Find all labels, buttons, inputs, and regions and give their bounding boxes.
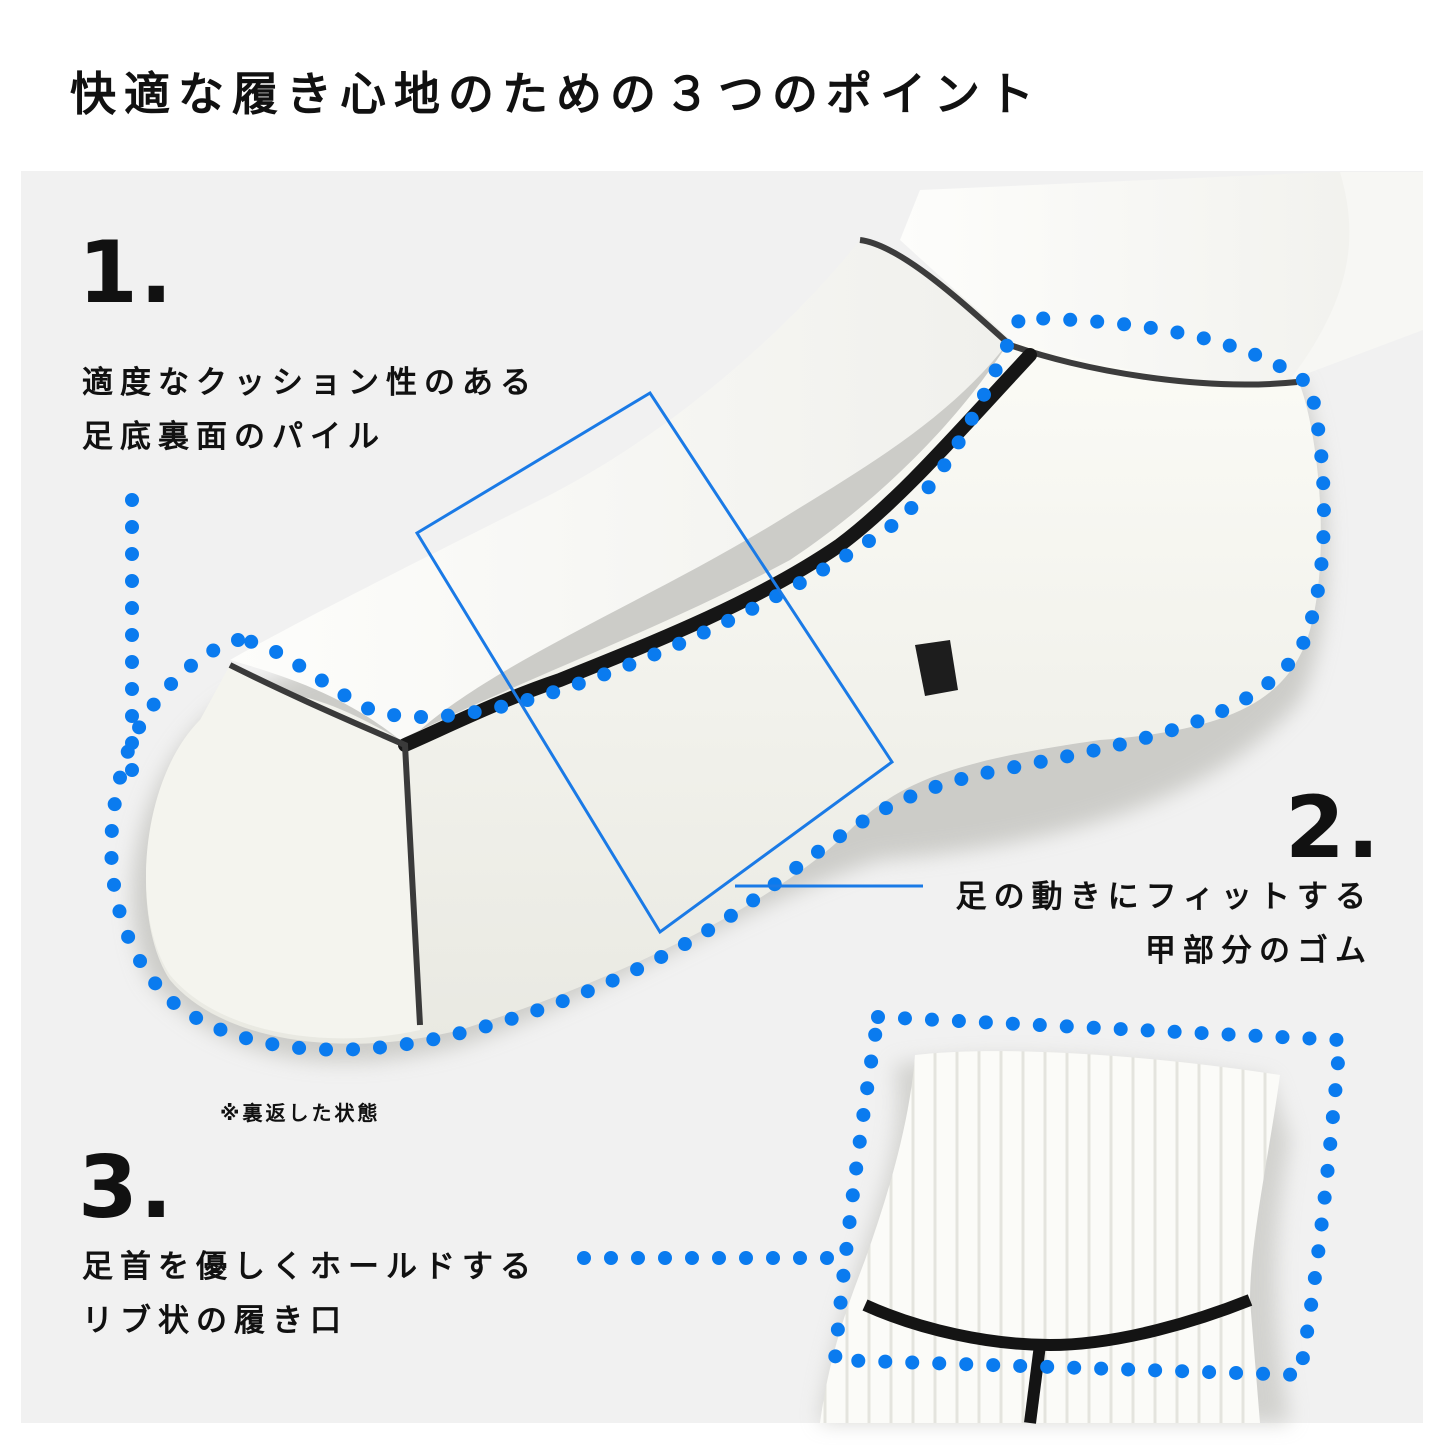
point3-description: 足首を優しくホールドする リブ状の履き口 — [82, 1240, 538, 1348]
point1-number: 1. — [78, 223, 175, 323]
point2-line2: 甲部分のゴム — [1145, 933, 1373, 969]
inside-out-note: ※裏返した状態 — [220, 1101, 381, 1125]
point2-description: 足の動きにフィットする 甲部分のゴム — [956, 870, 1373, 978]
page-title: 快適な履き心地のための３つのポイント — [70, 67, 1042, 121]
point2-number: 2. — [1285, 778, 1382, 878]
point1-description: 適度なクッション性のある 足底裏面のパイル — [82, 356, 538, 464]
point3-line2: リブ状の履き口 — [82, 1303, 348, 1339]
point1-line2: 足底裏面のパイル — [82, 419, 386, 455]
sock-cuff-photo — [820, 1051, 1290, 1424]
point3-line1: 足首を優しくホールドする — [82, 1249, 538, 1285]
sole-dotted-outline — [104, 310, 1331, 1057]
dotted-highlight-outlines — [104, 310, 1348, 1383]
point2-line1: 足の動きにフィットする — [955, 879, 1373, 915]
point1-line1: 適度なクッション性のある — [82, 365, 538, 401]
instep-highlight-box — [414, 390, 895, 935]
sock-inside-out-photo — [132, 172, 1423, 1062]
point3-number: 3. — [78, 1138, 175, 1238]
